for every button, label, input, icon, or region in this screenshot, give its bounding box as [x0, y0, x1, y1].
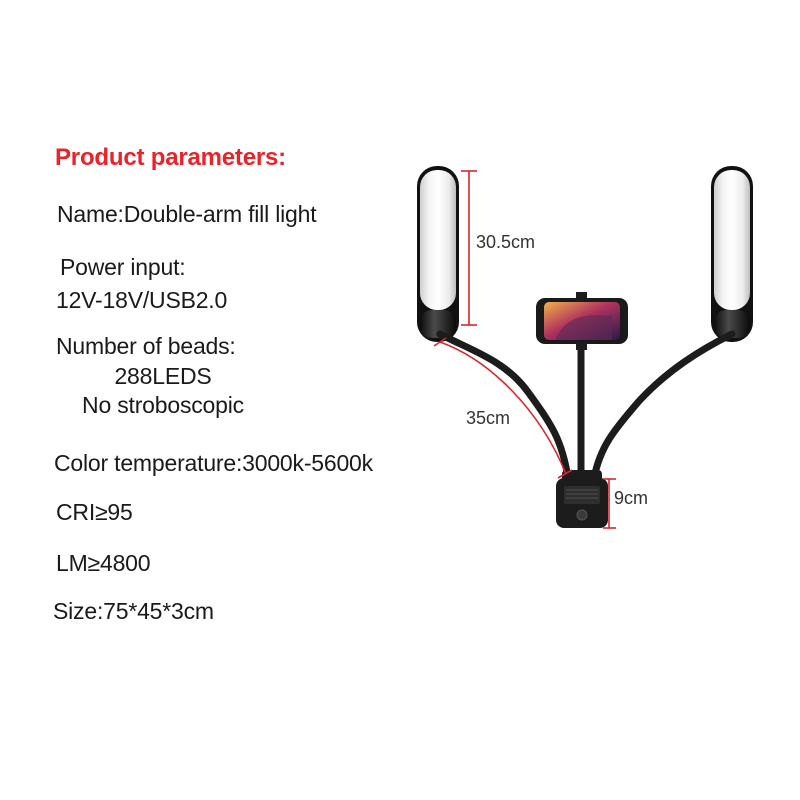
param-cri: CRI≥95 [56, 499, 133, 525]
arm-length-dimension [433, 337, 573, 479]
phone-holder [536, 292, 628, 350]
base-height-dimension [603, 478, 616, 529]
left-arm [436, 330, 572, 482]
param-power-label: Power input: [60, 254, 186, 280]
param-color-temperature: Color temperature:3000k-5600k [54, 450, 373, 476]
param-beads-note: No stroboscopic [82, 392, 244, 418]
base-height-label: 9cm [614, 488, 649, 508]
param-size: Size:75*45*3cm [53, 598, 214, 624]
right-lamp [711, 166, 753, 342]
param-power-value: 12V-18V/USB2.0 [56, 287, 228, 313]
parameters-heading: Product parameters: [55, 144, 286, 171]
param-name: Name:Double-arm fill light [57, 201, 317, 227]
lamp-height-label: 30.5cm [476, 232, 536, 252]
arm-length-label: 35cm [466, 408, 511, 428]
right-arm [590, 330, 736, 482]
control-base [556, 470, 608, 528]
left-lamp [417, 166, 459, 342]
param-lm: LM≥4800 [56, 550, 151, 576]
param-beads-value: 288LEDS [114, 363, 212, 389]
param-beads-label: Number of beads: [56, 333, 236, 359]
lamp-height-dimension [461, 170, 477, 326]
